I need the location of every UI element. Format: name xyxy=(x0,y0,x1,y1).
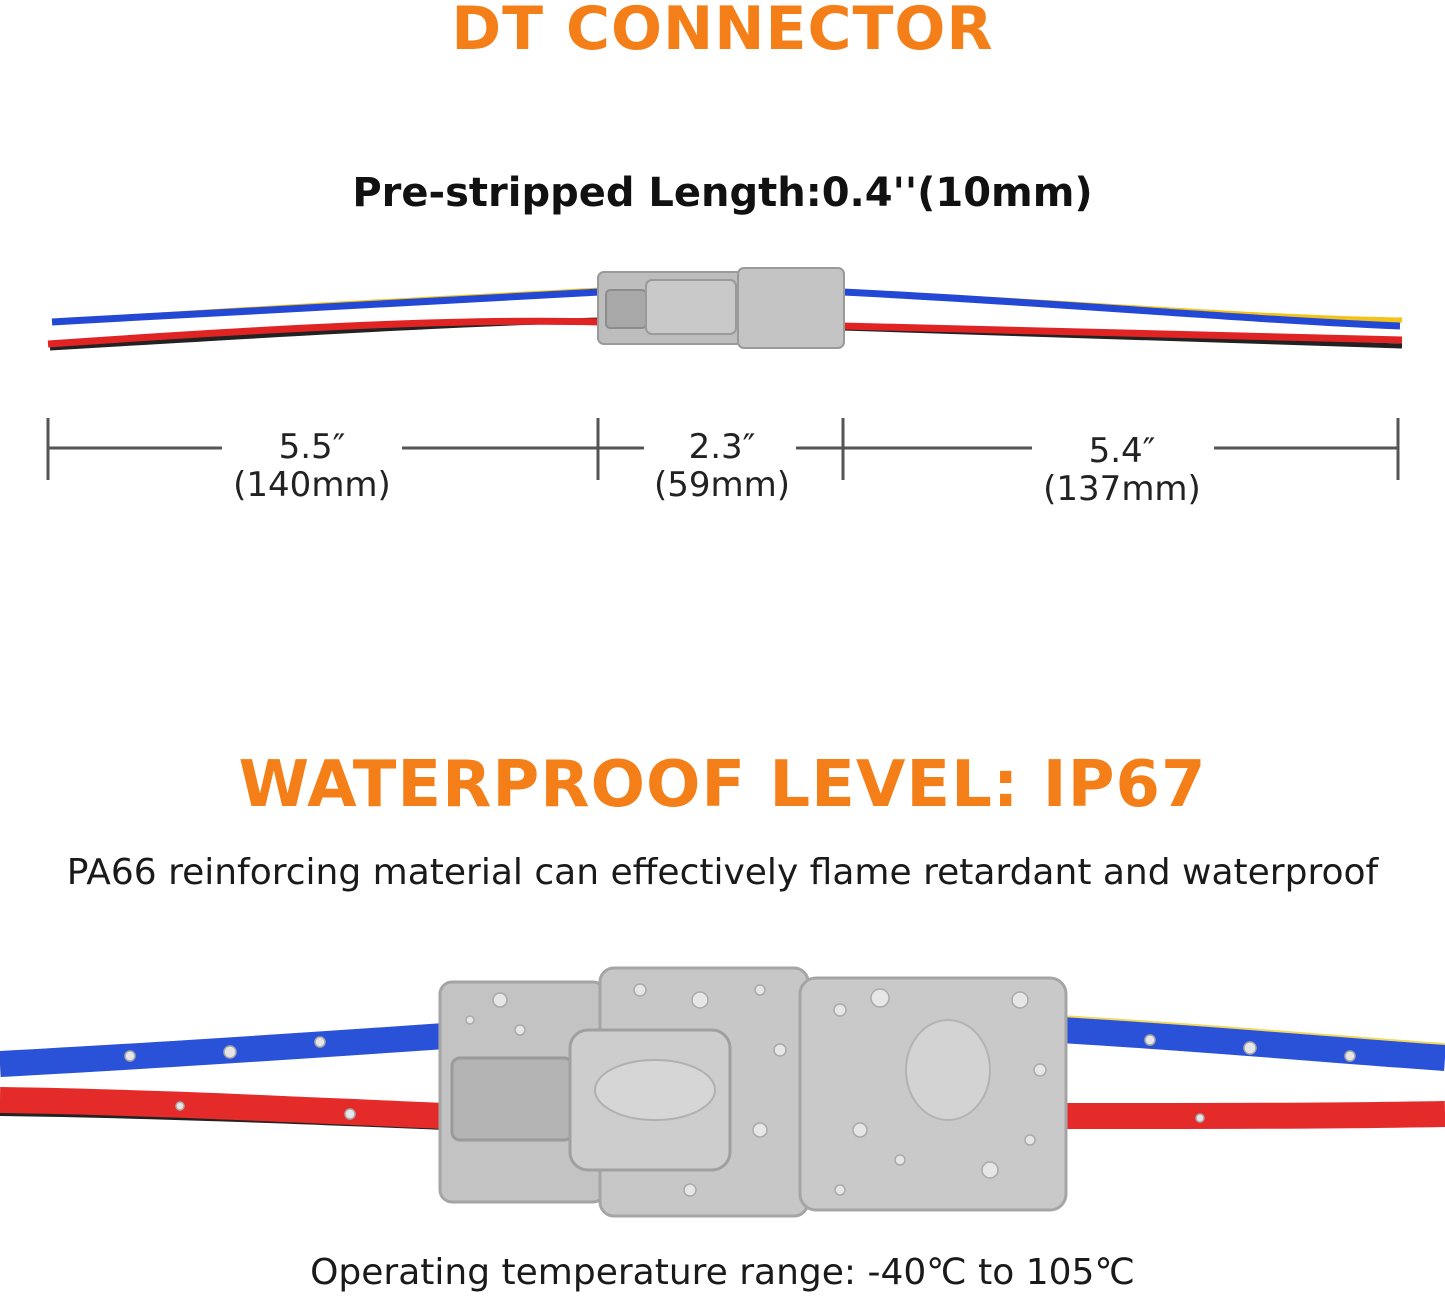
dimension-left: 5.5″ (140mm) xyxy=(212,428,412,504)
dimension-left-mm: (140mm) xyxy=(233,465,391,505)
wet-connector-icon xyxy=(0,966,1445,1218)
blue-wire-icon xyxy=(51,288,601,326)
waterproof-title: WATERPROOF LEVEL: IP67 xyxy=(238,748,1207,822)
water-droplet-icon xyxy=(124,983,1356,1197)
dimension-middle: 2.3″ (59mm) xyxy=(622,428,822,504)
operating-temperature: Operating temperature range: -40℃ to 105… xyxy=(310,1252,1135,1293)
dimension-right-mm: (137mm) xyxy=(1043,469,1201,509)
dimension-right: 5.4″ (137mm) xyxy=(1022,432,1222,508)
material-description: PA66 reinforcing material can effectivel… xyxy=(66,852,1379,893)
dimension-middle-inches: 2.3″ xyxy=(688,427,756,467)
red-wire-icon xyxy=(47,317,601,348)
dt-connector-icon xyxy=(46,267,1403,480)
stripped-length-label: Pre-stripped Length:0.4''(10mm) xyxy=(352,170,1093,216)
dimension-left-inches: 5.5″ xyxy=(278,427,346,467)
dimension-middle-mm: (59mm) xyxy=(653,465,791,505)
dimension-right-inches: 5.4″ xyxy=(1088,431,1156,471)
main-title: DT CONNECTOR xyxy=(451,0,994,64)
